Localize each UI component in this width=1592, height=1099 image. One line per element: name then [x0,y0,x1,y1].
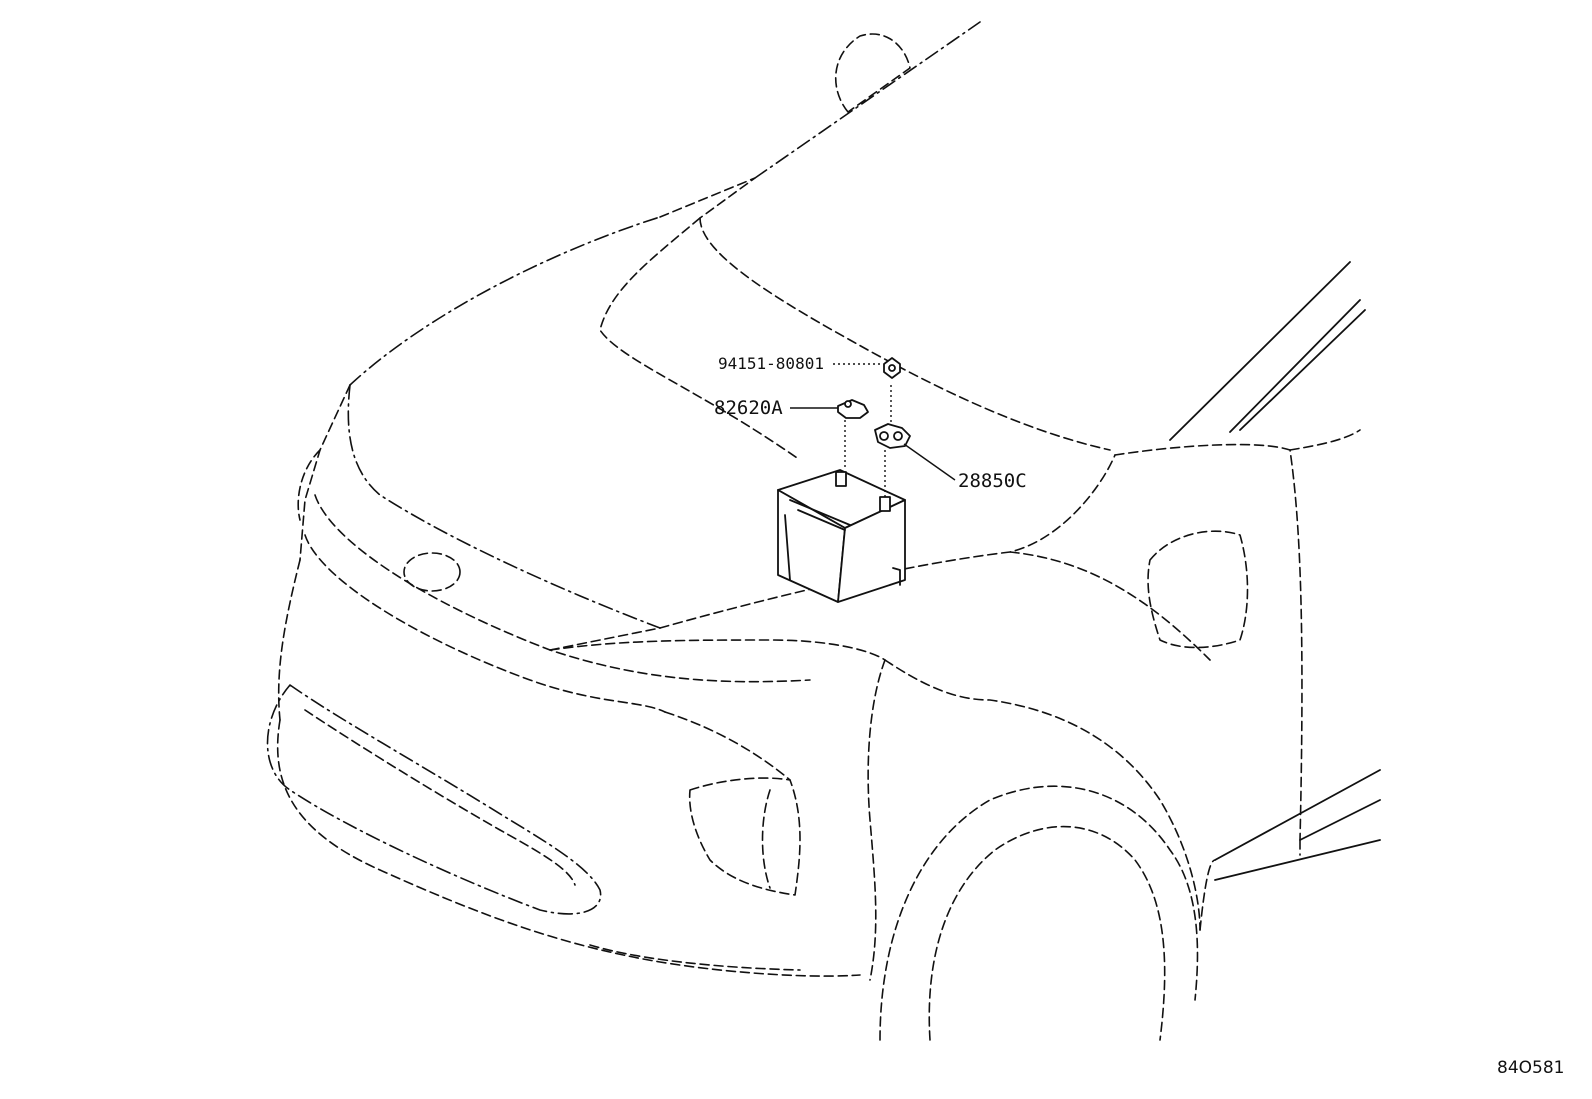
callout-bolt: 94151-80801 [718,354,824,373]
battery-terminal-part [874,385,911,497]
callout-terminal: 28850C [958,470,1027,492]
callout-clamp: 82620A [714,397,783,419]
illustration-id: 84O581 [1497,1058,1564,1078]
vehicle-outline [266,21,1381,1041]
battery-clamp-part [837,399,869,470]
callout-leaders [790,363,956,481]
battery [777,469,906,603]
bolt-part [883,357,901,379]
